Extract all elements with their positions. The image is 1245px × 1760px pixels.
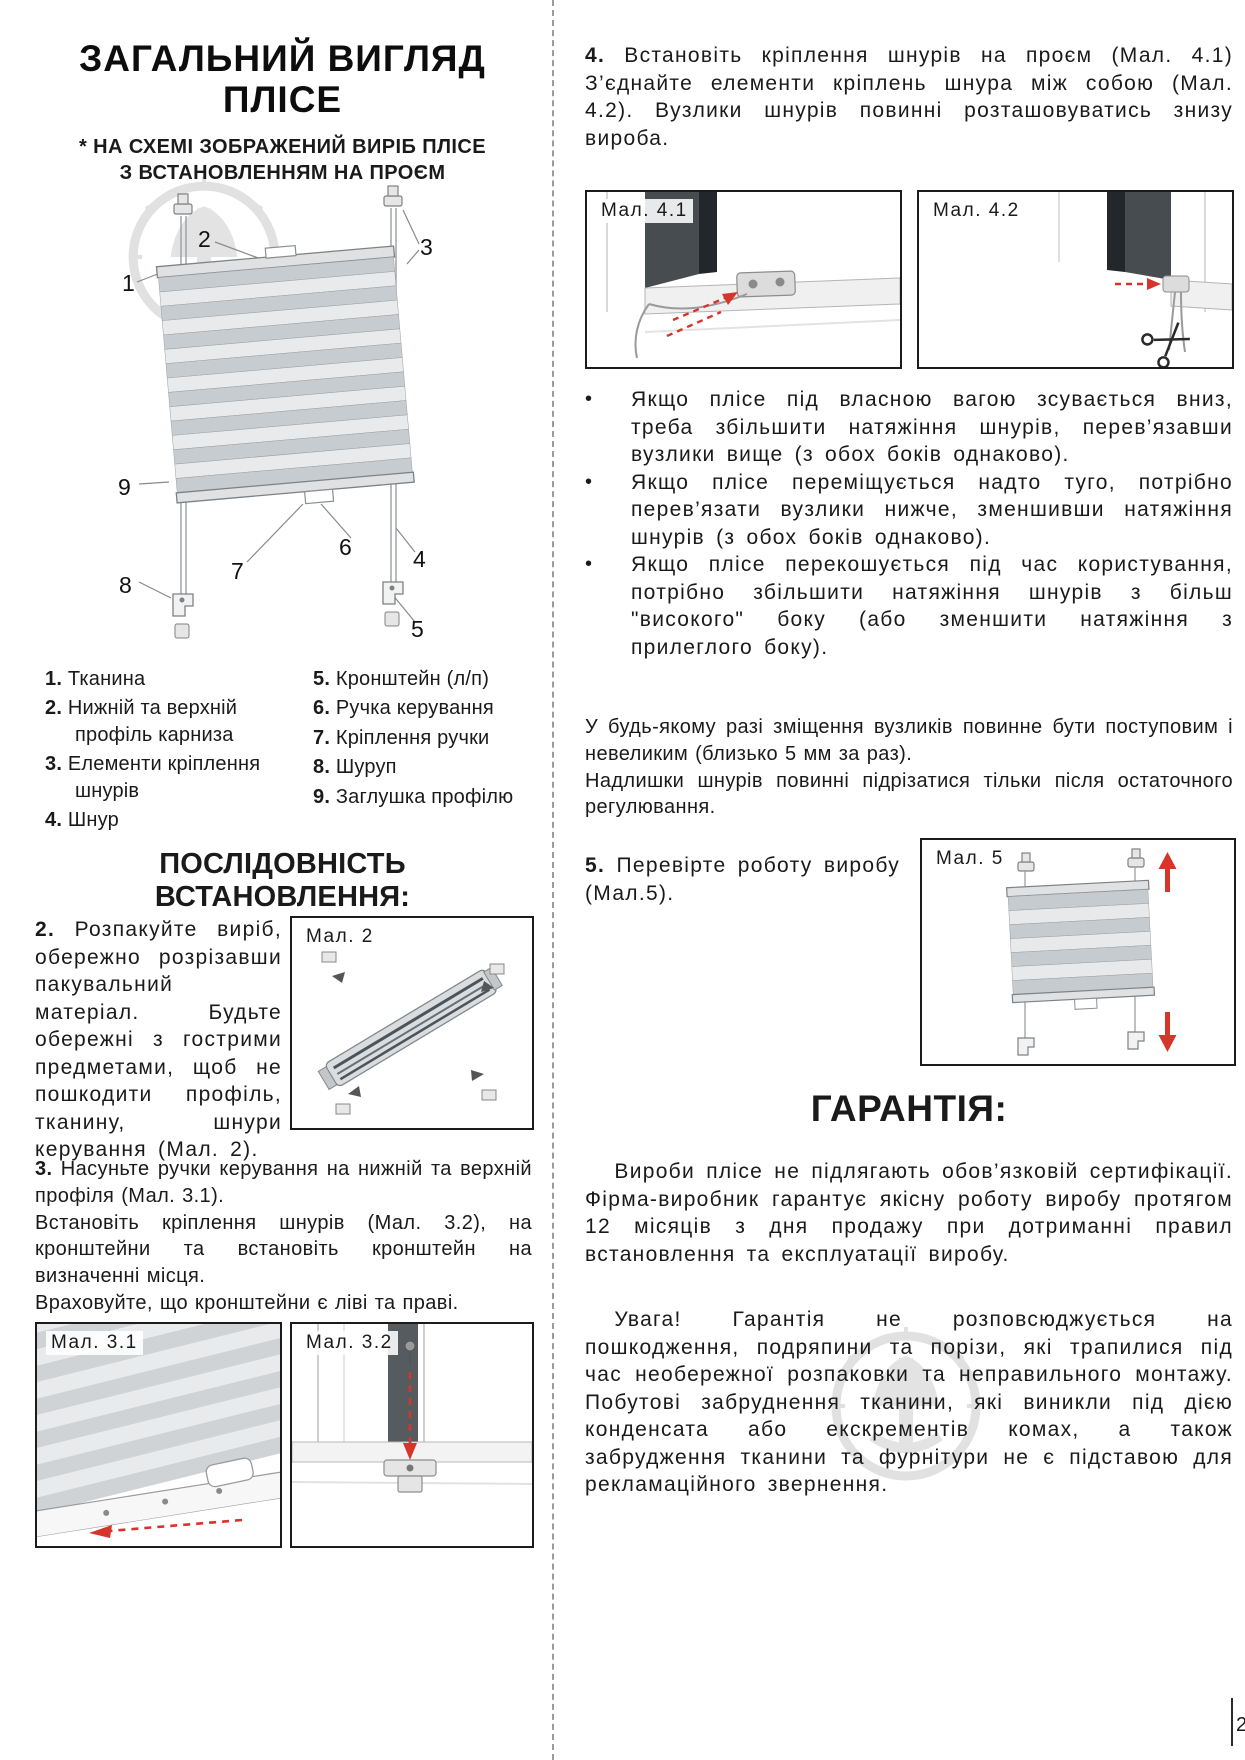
bullet-text: Якщо плісе під власною вагою зсувається … [631, 388, 1233, 466]
legend-text: Кріплення ручки [335, 726, 490, 749]
sequence-section-title: ПОСЛІДОВНІСТЬ ВСТАНОВЛЕННЯ: [154, 848, 411, 913]
step-5-number: 5. [585, 854, 606, 877]
title-line-2: ПЛІСЕ [222, 79, 343, 121]
legend-num: 3. [45, 753, 63, 776]
legend-item-3: 3. Елементи кріплення шнурів [45, 751, 300, 804]
step-3-text-a: Насуньте ручки керування на нижній та ве… [35, 1158, 532, 1207]
legend-num: 7. [313, 726, 331, 749]
legend-num: 1. [45, 668, 63, 690]
warranty-paragraph-2: Увага! Гарантія не розповсюджується на п… [585, 1308, 1233, 1496]
subtitle-line-2: З ВСТАНОВЛЕННЯМ НА ПРОЄМ [119, 162, 446, 184]
legend-text: Елементи кріплення шнурів [67, 753, 261, 802]
figure-4-2-label: Мал. 4.2 [928, 199, 1025, 223]
watermark-logo [826, 1326, 986, 1486]
figure-2: Мал. 2 [290, 916, 534, 1130]
step-3-paragraph: 3. Насуньте ручки керування на нижній та… [35, 1156, 532, 1317]
legend-column-2: 5. Кронштейн (л/п) 6. Ручка керування 7.… [313, 666, 535, 813]
step-4-paragraph: 4. Встановіть кріплення шнурів на проєм … [585, 42, 1233, 152]
legend-item-2: 2. Нижній та верхній профіль карниза [45, 695, 300, 748]
page-subtitle: * НА СХЕМІ ЗОБРАЖЕНИЙ ВИРІБ ПЛІСЕ З ВСТА… [35, 134, 530, 186]
step-2-number: 2. [35, 918, 56, 941]
legend-text: Кронштейн (л/п) [335, 668, 490, 690]
legend-item-5: 5. Кронштейн (л/п) [313, 666, 535, 692]
legend-item-6: 6. Ручка керування [313, 695, 535, 721]
bullet-glyph: • [585, 553, 593, 575]
step-2-paragraph: 2. Розпакуйте виріб, обережно розрізавши… [35, 916, 282, 1164]
legend-text: Ручка керування [335, 697, 494, 720]
figure-4-2: Мал. 4.2 [917, 190, 1234, 369]
step-4-text: Встановіть кріплення шнурів на проєм (Ма… [585, 44, 1234, 150]
legend-column-1: 1. Тканина 2. Нижній та верхній профіль … [45, 666, 300, 836]
diagram-callout-6: 6 [339, 534, 352, 560]
bullet-glyph: • [585, 388, 593, 410]
warranty-paragraph-1: Вироби плісе не підлягають обов’язковій … [585, 1160, 1233, 1266]
legend-text: Тканина [67, 668, 146, 690]
plisse-overview-illustration [136, 185, 420, 639]
plisse-overview-diagram: 1 2 3 9 7 6 4 8 5 [55, 182, 475, 662]
title-line-1: ЗАГАЛЬНИЙ ВИГЛЯД [79, 38, 486, 79]
bullet-text: Якщо плісе переміщується надто туго, пот… [631, 470, 1233, 549]
legend-text: Заглушка профілю [335, 785, 514, 808]
column-divider [552, 0, 554, 1760]
step-3-number: 3. [35, 1158, 53, 1180]
legend-text: Шуруп [335, 756, 397, 779]
figure-3-1-label: Мал. 3.1 [46, 1331, 143, 1355]
diagram-callout-2: 2 [198, 226, 211, 252]
legend-item-1: 1. Тканина [45, 666, 300, 692]
legend-item-4: 4. Шнур [45, 807, 300, 833]
legend-num: 9. [313, 785, 331, 808]
step-5-text: Перевірте роботу виробу (Мал.5). [585, 854, 900, 905]
figure-3-2: Мал. 3.2 [290, 1322, 534, 1548]
legend-num: 5. [313, 668, 331, 690]
page-title: ЗАГАЛЬНИЙ ВИГЛЯД ПЛІСЕ [35, 38, 530, 121]
diagram-callout-9: 9 [118, 474, 131, 500]
legend-num: 2. [45, 697, 63, 720]
figure-3-2-label: Мал. 3.2 [301, 1331, 398, 1355]
diagram-callout-1: 1 [122, 270, 135, 296]
note-2: Надлишки шнурів повинні підрізатися тіль… [585, 769, 1233, 819]
warranty-section-title: ГАРАНТІЯ: [810, 1088, 1008, 1129]
figure-5-illustration [922, 840, 1234, 1064]
bullet-text: Якщо плісе перекошується під час користу… [631, 553, 1233, 659]
step-3-text-b: Встановіть кріплення шнурів (Мал. 3.2), … [35, 1211, 532, 1288]
step-3-text-c: Враховуйте, що кронштейни є ліві та прав… [35, 1291, 459, 1314]
diagram-callout-8: 8 [119, 572, 132, 598]
bullet-item: • Якщо плісе перекошується під час корис… [585, 551, 1233, 661]
figure-3-1-illustration [37, 1324, 280, 1546]
figure-4-1-label: Мал. 4.1 [596, 199, 693, 223]
page-edge-mark [1231, 1698, 1233, 1746]
diagram-callout-5: 5 [411, 616, 424, 642]
bullet-item: • Якщо плісе переміщується надто туго, п… [585, 469, 1233, 552]
legend-text: Шнур [67, 808, 119, 831]
bullet-glyph: • [585, 470, 593, 493]
legend-item-9: 9. Заглушка профілю [313, 784, 535, 810]
legend-text: Нижній та верхній профіль карниза [67, 697, 238, 746]
legend-num: 4. [45, 808, 63, 831]
diagram-callout-4: 4 [413, 546, 426, 572]
legend-num: 8. [313, 756, 331, 779]
diagram-callout-3: 3 [420, 234, 433, 260]
figure-2-label: Мал. 2 [301, 925, 379, 949]
step-2-text: Розпакуйте виріб, обережно розрізавши па… [35, 918, 282, 1161]
legend-item-8: 8. Шуруп [313, 754, 535, 780]
figure-3-2-illustration [292, 1324, 532, 1546]
diagram-callout-7: 7 [231, 558, 244, 584]
note-1: У будь-якому разі зміщення вузликів пови… [585, 716, 1233, 765]
legend-item-7: 7. Кріплення ручки [313, 725, 535, 751]
figure-4-1: Мал. 4.1 [585, 190, 902, 369]
subtitle-line-1: * НА СХЕМІ ЗОБРАЖЕНИЙ ВИРІБ ПЛІСЕ [79, 136, 486, 158]
figure-2-illustration [317, 951, 505, 1115]
legend-num: 6. [313, 697, 331, 720]
adjustment-notes: У будь-якому разі зміщення вузликів пови… [585, 714, 1233, 821]
figure-5: Мал. 5 [920, 838, 1236, 1066]
bullet-item: • Якщо плісе під власною вагою зсуваєтьс… [585, 386, 1233, 469]
page-number: 2 [1236, 1714, 1245, 1736]
figure-5-label: Мал. 5 [931, 847, 1009, 871]
figure-3-1: Мал. 3.1 [35, 1322, 282, 1548]
step-4-number: 4. [585, 44, 606, 67]
adjustment-bullet-list: • Якщо плісе під власною вагою зсуваєтьс… [585, 386, 1233, 661]
step-5-paragraph: 5. Перевірте роботу виробу (Мал.5). [585, 852, 900, 907]
